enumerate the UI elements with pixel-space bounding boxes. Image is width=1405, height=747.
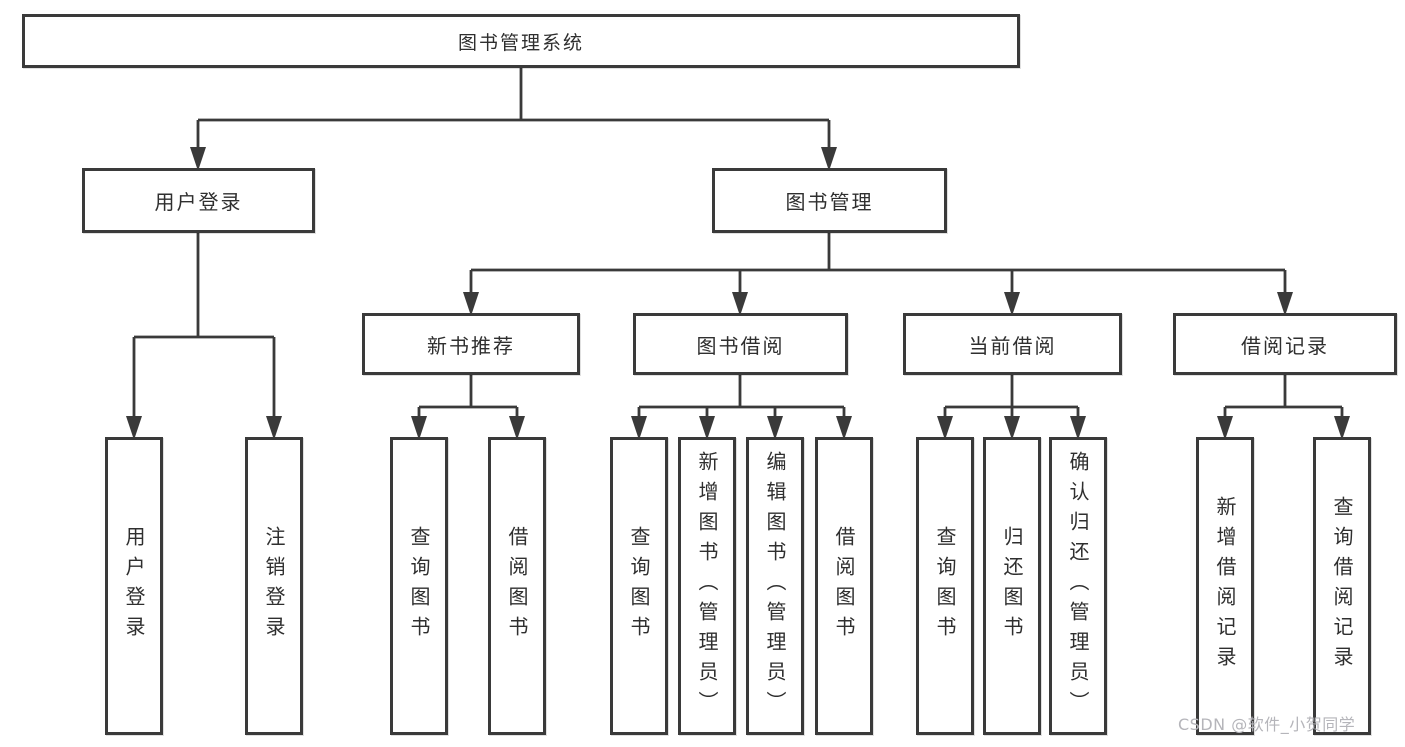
- leaf-user-login: 用户登录: [105, 437, 163, 735]
- leaf-recommend-borrow-book: 借阅图书: [488, 437, 546, 735]
- node-label: 图书管理系统: [457, 31, 584, 54]
- leaf-current-query-book: 查询图书: [916, 437, 974, 735]
- leaf-recommend-query-book: 查询图书: [390, 437, 448, 735]
- leaf-records-add-borrow-record: 新增借阅记录: [1196, 437, 1254, 735]
- node-new-book-recommendation: 新书推荐: [362, 313, 580, 375]
- node-book-borrowing: 图书借阅: [633, 313, 848, 375]
- node-label: 借阅记录: [1241, 333, 1329, 358]
- node-label: 查询借阅记录: [1330, 496, 1354, 676]
- leaf-borrowing-add-book-admin: 新增图书（管理员）: [678, 437, 736, 735]
- node-label: 归还图书: [1000, 526, 1024, 646]
- node-label: 新书推荐: [427, 333, 515, 358]
- node-label: 注销登录: [262, 526, 286, 646]
- node-label: 新增图书（管理员）: [695, 451, 719, 721]
- node-label: 查询图书: [627, 526, 651, 646]
- node-label: 图书管理: [785, 190, 874, 214]
- node-label: 确认归还（管理员）: [1066, 451, 1090, 721]
- node-label: 查询图书: [933, 526, 957, 646]
- node-label: 图书借阅: [696, 333, 785, 358]
- node-label: 新增借阅记录: [1213, 496, 1237, 676]
- leaf-borrowing-borrow-book: 借阅图书: [815, 437, 873, 735]
- node-book-management: 图书管理: [712, 168, 947, 233]
- node-label: 借阅图书: [832, 526, 856, 646]
- leaf-borrowing-edit-book-admin: 编辑图书（管理员）: [746, 437, 804, 735]
- leaf-records-query-borrow-record: 查询借阅记录: [1313, 437, 1371, 735]
- node-current-borrowing: 当前借阅: [903, 313, 1122, 375]
- node-label: 用户登录: [122, 526, 146, 646]
- node-label: 用户登录: [154, 190, 243, 214]
- leaf-logout-login: 注销登录: [245, 437, 303, 735]
- node-label: 编辑图书（管理员）: [763, 451, 787, 721]
- node-label: 借阅图书: [505, 526, 529, 646]
- leaf-borrowing-query-book: 查询图书: [610, 437, 668, 735]
- leaf-current-return-book: 归还图书: [983, 437, 1041, 735]
- node-label: 当前借阅: [968, 333, 1057, 358]
- node-label: 查询图书: [407, 526, 431, 646]
- node-user-login: 用户登录: [82, 168, 315, 233]
- node-borrowing-records: 借阅记录: [1173, 313, 1397, 375]
- csdn-watermark: CSDN @软件_小贺同学: [1178, 715, 1356, 734]
- node-library-management-system: 图书管理系统: [22, 14, 1020, 68]
- leaf-current-confirm-return-admin: 确认归还（管理员）: [1049, 437, 1107, 735]
